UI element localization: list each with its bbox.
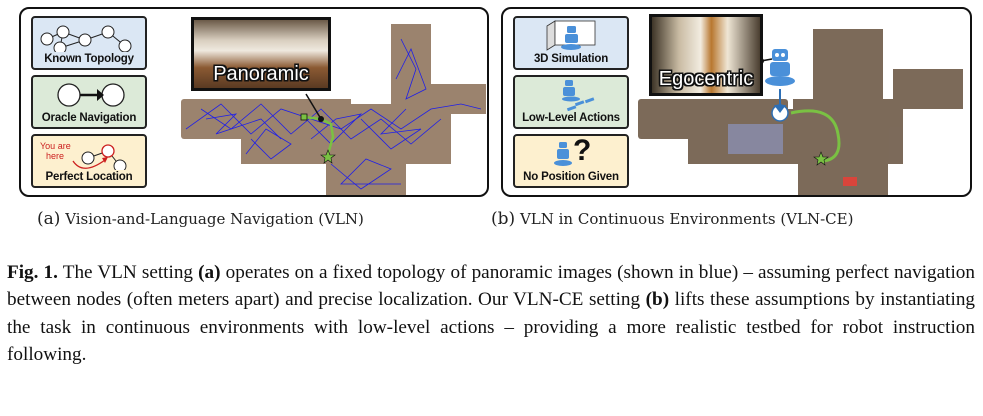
caption-text: The VLN setting — [57, 262, 199, 283]
robot-in-3d-room-icon — [546, 20, 596, 51]
ground-truth-path — [303, 115, 335, 155]
legend-label: 3D Simulation — [533, 53, 609, 65]
legend-label: Known Topology — [44, 53, 134, 65]
caption-text: lifts these assumptions by instantiating… — [7, 289, 976, 365]
floorplan-continuous-map — [638, 29, 963, 195]
continuous-path — [790, 109, 841, 163]
legend-label: No Position Given — [523, 171, 619, 183]
subcaption-tag: (a) — [37, 209, 61, 229]
graph-topology-icon — [40, 25, 132, 52]
question-mark-icon: ? — [573, 134, 592, 167]
svg-text:here: here — [46, 151, 64, 161]
panoramic-label: Panoramic — [213, 63, 309, 85]
legend-oracle-navigation: Oracle Navigation — [31, 75, 147, 129]
goal-star-icon — [320, 149, 336, 164]
egocentric-label: Egocentric — [658, 68, 754, 90]
figure-label: Fig. 1. — [7, 262, 58, 283]
caption-text: operates on a fixed topology of panorami… — [7, 262, 975, 311]
legend-label: Oracle Navigation — [41, 112, 137, 124]
panel-ref-a: (a) — [198, 262, 221, 283]
panoramic-image: Panoramic — [191, 17, 331, 91]
legend-low-level-actions: Low-Level Actions — [513, 75, 629, 129]
legend-label: Perfect Location — [45, 171, 133, 183]
node-arrow-node-icon — [57, 83, 125, 107]
robot-question-icon — [554, 142, 572, 166]
robot-agent-icon — [765, 49, 795, 86]
subcaption-tag: (b) — [491, 209, 516, 229]
floorplan-topology-map — [181, 24, 486, 195]
start-marker — [300, 113, 308, 121]
panel-vln: Known Topology Oracle Navigation You are… — [19, 7, 489, 197]
panel-ref-b: (b) — [645, 289, 670, 311]
subcaption-text: Vision-and-Language Navigation (VLN) — [65, 210, 364, 228]
you-are-here-icon: You are here — [40, 141, 127, 170]
goal-star-icon — [813, 151, 829, 166]
legend-known-topology: Known Topology — [31, 16, 147, 70]
legend-3d-simulation: 3D Simulation — [513, 16, 629, 70]
figure-caption: Fig. 1. The VLN setting (a) operates on … — [7, 259, 975, 368]
subcaption-b: (b) VLN in Continuous Environments (VLN-… — [491, 209, 853, 229]
floorplan-shape — [638, 29, 963, 195]
egocentric-image: Egocentric — [649, 14, 763, 96]
legend-label: Low-Level Actions — [522, 112, 620, 124]
legend-no-position-given: ? No Position Given — [513, 134, 629, 188]
panel-vln-ce: 3D Simulation Low-Level Actions ? No Pos… — [501, 7, 972, 197]
subcaption-text: VLN in Continuous Environments (VLN-CE) — [519, 210, 854, 228]
legend-perfect-location: You are here Perfect Location — [31, 134, 147, 188]
subcaption-a: (a) Vision-and-Language Navigation (VLN) — [37, 209, 364, 229]
topology-graph — [185, 38, 482, 190]
robot-footsteps-icon — [562, 80, 595, 111]
svg-text:You are: You are — [40, 141, 71, 151]
